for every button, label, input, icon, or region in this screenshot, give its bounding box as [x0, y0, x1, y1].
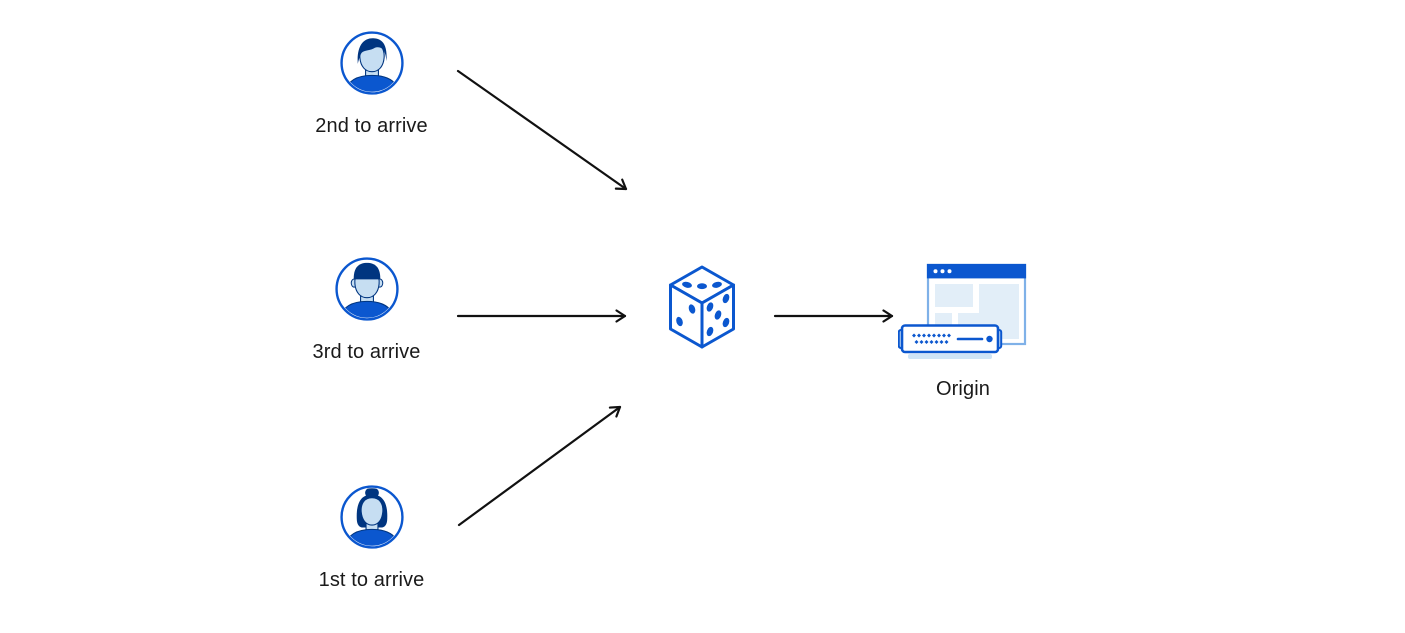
node-user-second: 2nd to arrive [301, 30, 442, 138]
arrow-second-to-dice [456, 69, 628, 191]
origin-label: Origin [936, 378, 990, 400]
node-user-third: 3rd to arrive [296, 256, 437, 364]
dice-icon [669, 265, 735, 349]
user-avatar-male-flattop-icon [334, 257, 399, 321]
arrow-first-to-dice [457, 405, 622, 527]
user-label-second: 2nd to arrive [315, 115, 428, 137]
user-label-first: 1st to arrive [318, 569, 425, 591]
origin-server-icon [898, 263, 1027, 359]
node-user-first: 1st to arrive [301, 484, 442, 592]
node-origin: Origin [898, 263, 1028, 401]
server-vent-dots [912, 333, 951, 344]
user-label-third: 3rd to arrive [312, 341, 421, 363]
node-dice [666, 263, 738, 353]
user-avatar-male-swoop-icon [339, 31, 404, 95]
user-avatar-female-bun-icon [339, 485, 404, 549]
server-rack-icon [898, 324, 1003, 359]
